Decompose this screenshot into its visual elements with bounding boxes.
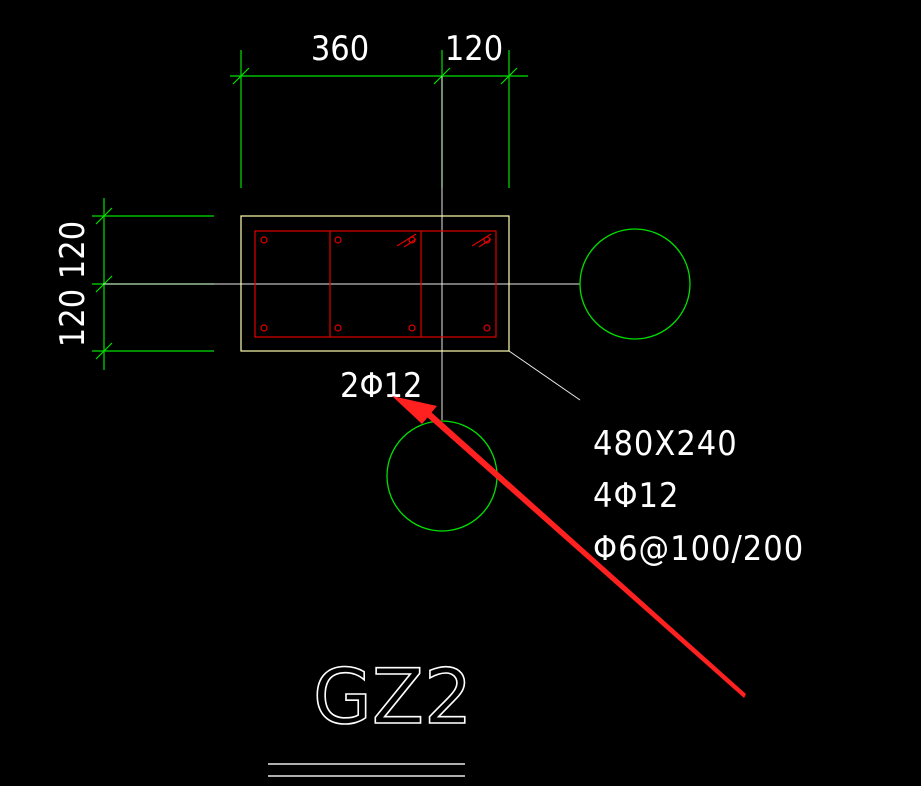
column-outline — [240, 215, 510, 352]
red-arrow — [392, 396, 746, 698]
note-stirrups: Φ6@100/200 — [593, 529, 804, 569]
axis-lines — [103, 76, 580, 420]
rebar-cage — [254, 230, 497, 338]
axis-bubble-bottom — [386, 420, 498, 532]
dimension-top-120: 120 — [445, 29, 503, 69]
axis-bubble-right — [579, 228, 691, 340]
drawing-title: GZ2 — [313, 652, 472, 741]
dimension-top-360: 360 — [311, 29, 369, 69]
leader-line — [508, 350, 581, 401]
dimension-left-upper-120: 120 — [53, 221, 93, 279]
note-main-bars: 4Φ12 — [593, 476, 679, 516]
rebar-dots — [260, 236, 491, 332]
title-underline — [268, 763, 465, 777]
note-section-size: 480X240 — [593, 424, 738, 464]
callout-bar-label: 2Φ12 — [340, 366, 422, 406]
dimension-left-lower-120: 120 — [53, 289, 93, 347]
top-dimension-line — [230, 50, 528, 188]
